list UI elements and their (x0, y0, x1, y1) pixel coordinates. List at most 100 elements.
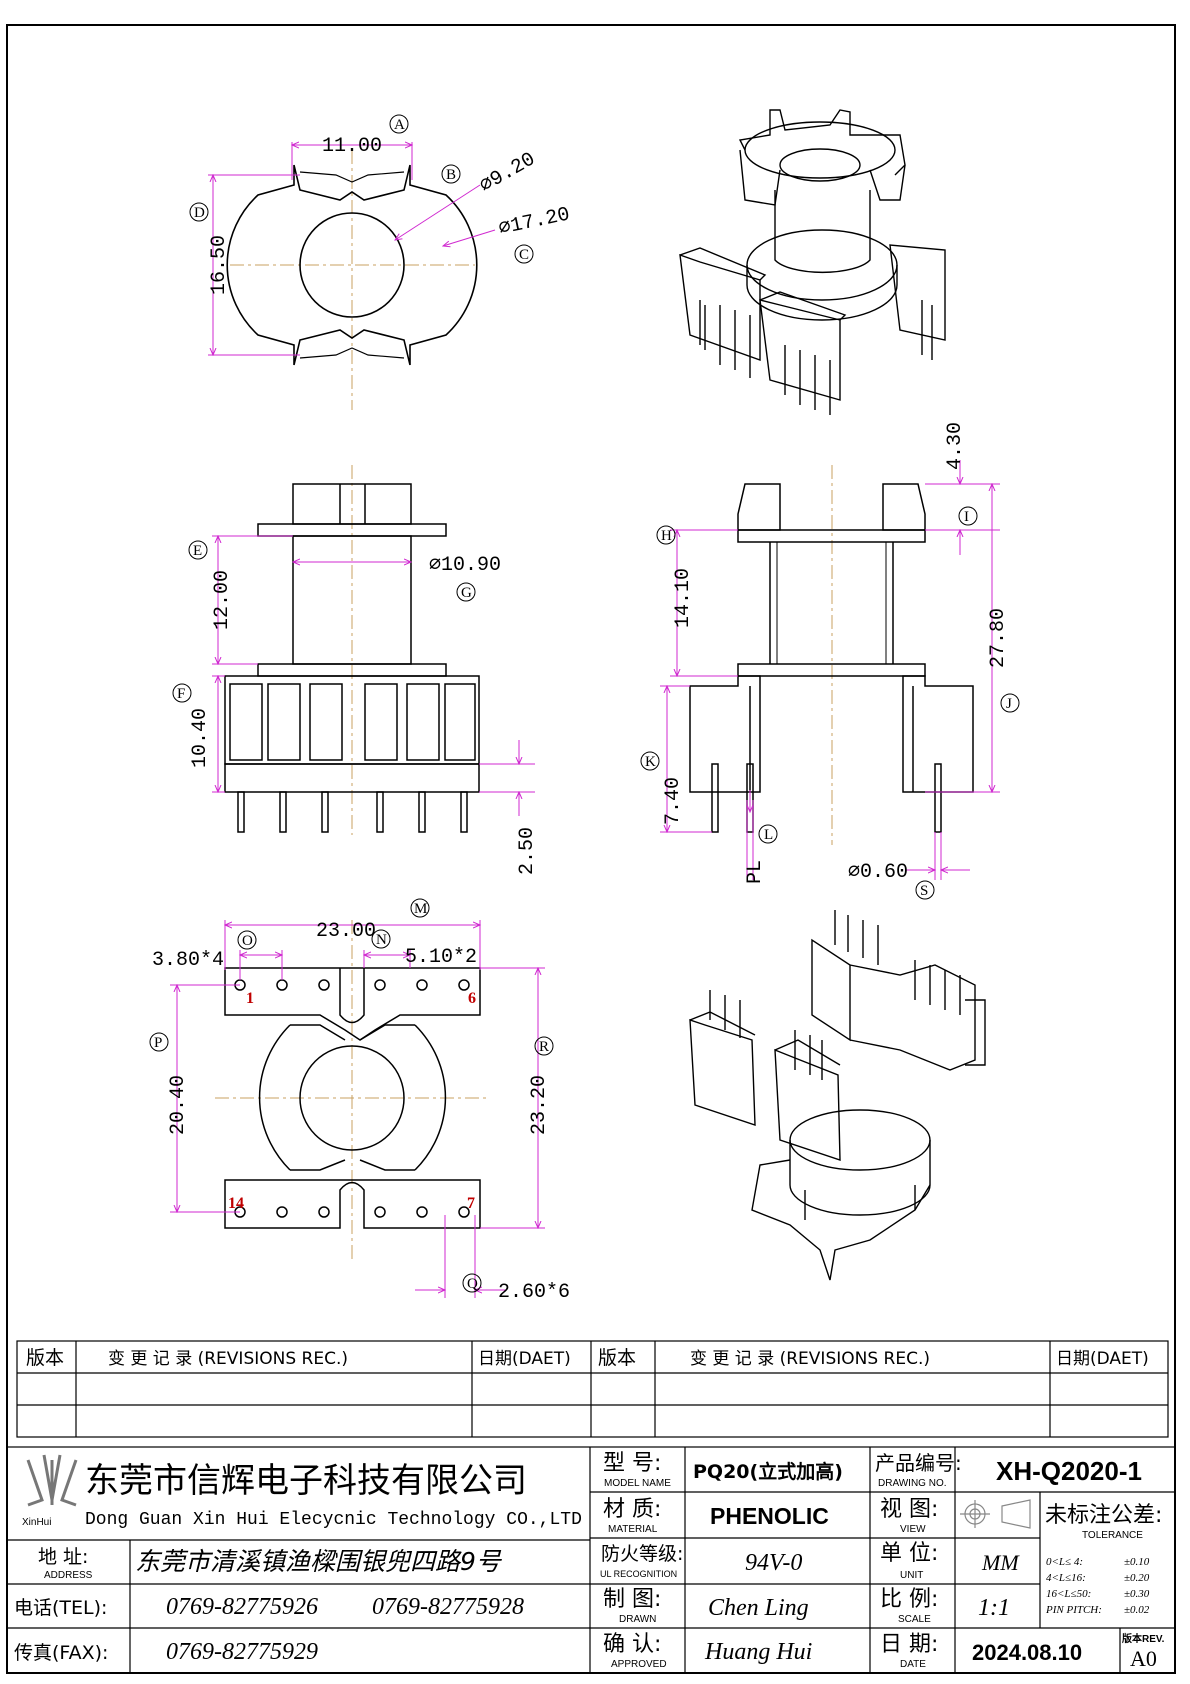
dim-flange: 4.30 (944, 422, 967, 470)
tel-2: 0769-82775928 (372, 1594, 524, 1620)
model-label-en: MODEL NAME (604, 1478, 671, 1489)
dim-pin-dia: ⌀0.60 (848, 861, 908, 884)
tag-g: G (456, 582, 476, 602)
pin-label-6: 6 (468, 990, 476, 1007)
tag-c: C (514, 244, 534, 264)
rev-header-version-1: 版本 (26, 1347, 64, 1369)
view-label-en: VIEW (900, 1524, 926, 1535)
rev-value: A0 (1130, 1646, 1157, 1671)
dim-base-height: 10.40 (189, 708, 212, 768)
dim-width: 11.00 (322, 135, 382, 158)
dim-pl: PL (744, 860, 767, 884)
approved-label-en: APPROVED (611, 1659, 667, 1670)
material-label: 材 质: (603, 1497, 661, 1522)
material-value: PHENOLIC (710, 1503, 829, 1529)
dim-lower: 7.40 (662, 777, 685, 825)
approved-value: Huang Hui (704, 1639, 812, 1665)
tolerance-value-1: ±0.10 (1124, 1556, 1150, 1568)
svg-text:N: N (376, 932, 387, 948)
tag-m: M (410, 898, 430, 918)
tolerance-value-2: ±0.20 (1124, 1572, 1150, 1584)
dim-tube-dia: ⌀10.90 (429, 554, 501, 577)
scale-value: 1:1 (978, 1595, 1010, 1621)
unit-value: MM (981, 1550, 1020, 1575)
svg-text:S: S (920, 883, 928, 899)
logo-text: XinHui (22, 1517, 51, 1528)
svg-text:J: J (1006, 696, 1012, 712)
pin-label-14: 14 (228, 1195, 244, 1212)
model-value: PQ20(立式加高) (693, 1460, 843, 1483)
iso-view-bottom (689, 910, 986, 1281)
ul-value: 94V-0 (745, 1550, 802, 1576)
approved-label: 确 认: (603, 1632, 661, 1657)
tolerance-value-3: ±0.30 (1124, 1588, 1150, 1600)
svg-text:A: A (394, 117, 405, 133)
tolerance-range-3: 16<L≤50: (1046, 1588, 1091, 1600)
dim-outer-dia: ⌀17.20 (497, 203, 572, 240)
svg-text:C: C (519, 247, 529, 263)
rev-header-version-2: 版本 (598, 1347, 636, 1369)
rev-header-record-1: 变 更 记 录 (REVISIONS REC.) (108, 1349, 348, 1369)
tag-p: P (149, 1032, 169, 1052)
tag-q: Q (462, 1273, 482, 1293)
tag-a: A (389, 114, 409, 134)
tag-h: H (656, 525, 676, 545)
company-logo (26, 1454, 78, 1507)
svg-text:M: M (414, 901, 427, 917)
projection-symbol-icon (960, 1499, 1031, 1529)
dim-pin-length: 2.50 (516, 827, 539, 875)
dim-height-left: 20.40 (167, 1075, 190, 1135)
rev-header-date-2: 日期(DAET) (1056, 1349, 1149, 1369)
tag-o: O (237, 930, 257, 950)
rev-header-record-2: 变 更 记 录 (REVISIONS REC.) (690, 1349, 930, 1369)
dim-tube-height: 12.00 (211, 570, 234, 630)
date-value: 2024.08.10 (972, 1640, 1082, 1665)
address-value: 东莞市清溪镇渔樑围银兜四路9号 (135, 1547, 503, 1576)
svg-text:H: H (661, 528, 672, 544)
company-name-en: Dong Guan Xin Hui Elecycnic Technology C… (85, 1510, 582, 1530)
bottom-view: 23.00 3.80*4 5.10*2 20.40 23.20 2.60*6 1… (149, 898, 570, 1304)
revision-table: 版本 变 更 记 录 (REVISIONS REC.) 日期(DAET) 版本 … (16, 1340, 1169, 1438)
drawing-no-label: 产品编号: (875, 1451, 962, 1475)
pin-label-1: 1 (246, 990, 254, 1007)
svg-text:G: G (461, 585, 472, 601)
tolerance-title-en: TOLERANCE (1082, 1530, 1143, 1541)
svg-text:F: F (177, 686, 185, 702)
drawing-no-label-en: DRAWING NO. (878, 1478, 947, 1489)
address-label: 地 址: (38, 1546, 88, 1568)
dim-winding: 14.10 (672, 568, 695, 628)
address-label-en: ADDRESS (44, 1570, 93, 1581)
tag-s: S (915, 880, 935, 900)
company-name-cn: 东莞市信辉电子科技有限公司 (85, 1461, 527, 1501)
unit-label: 单 位: (880, 1541, 938, 1566)
svg-text:L: L (764, 827, 773, 843)
dim-inner-dia: ⌀9.20 (476, 148, 540, 198)
ul-label: 防火等级: (601, 1543, 683, 1565)
scale-label-en: SCALE (898, 1614, 931, 1625)
tag-k: K (640, 751, 660, 771)
drawing-no-value: XH-Q2020-1 (996, 1456, 1142, 1486)
tolerance-range-1: 0<L≤ 4: (1046, 1556, 1083, 1568)
tel-label: 电话(TEL): (14, 1597, 107, 1619)
svg-text:P: P (154, 1035, 162, 1051)
tag-f: F (172, 683, 192, 703)
dim-height-right: 23.20 (528, 1075, 551, 1135)
svg-text:Q: Q (467, 1276, 478, 1292)
svg-text:I: I (964, 509, 969, 525)
tag-e: E (188, 540, 208, 560)
tag-b: B (441, 164, 461, 184)
fax-label: 传真(FAX): (14, 1642, 108, 1664)
tag-i: I (958, 506, 978, 526)
tolerance-title: 未标注公差: (1045, 1503, 1162, 1528)
tolerance-range-4: PIN PITCH: (1045, 1604, 1102, 1616)
scale-label: 比 例: (880, 1587, 938, 1612)
svg-text:D: D (194, 205, 205, 221)
iso-view-top (679, 109, 946, 415)
rev-label: 版本REV. (1122, 1632, 1165, 1645)
drawn-label: 制 图: (603, 1587, 661, 1612)
tel-1: 0769-82775926 (166, 1594, 318, 1620)
date-label: 日 期: (880, 1632, 938, 1657)
tag-r: R (534, 1036, 554, 1056)
dim-pin-hole: 2.60*6 (498, 1281, 570, 1304)
